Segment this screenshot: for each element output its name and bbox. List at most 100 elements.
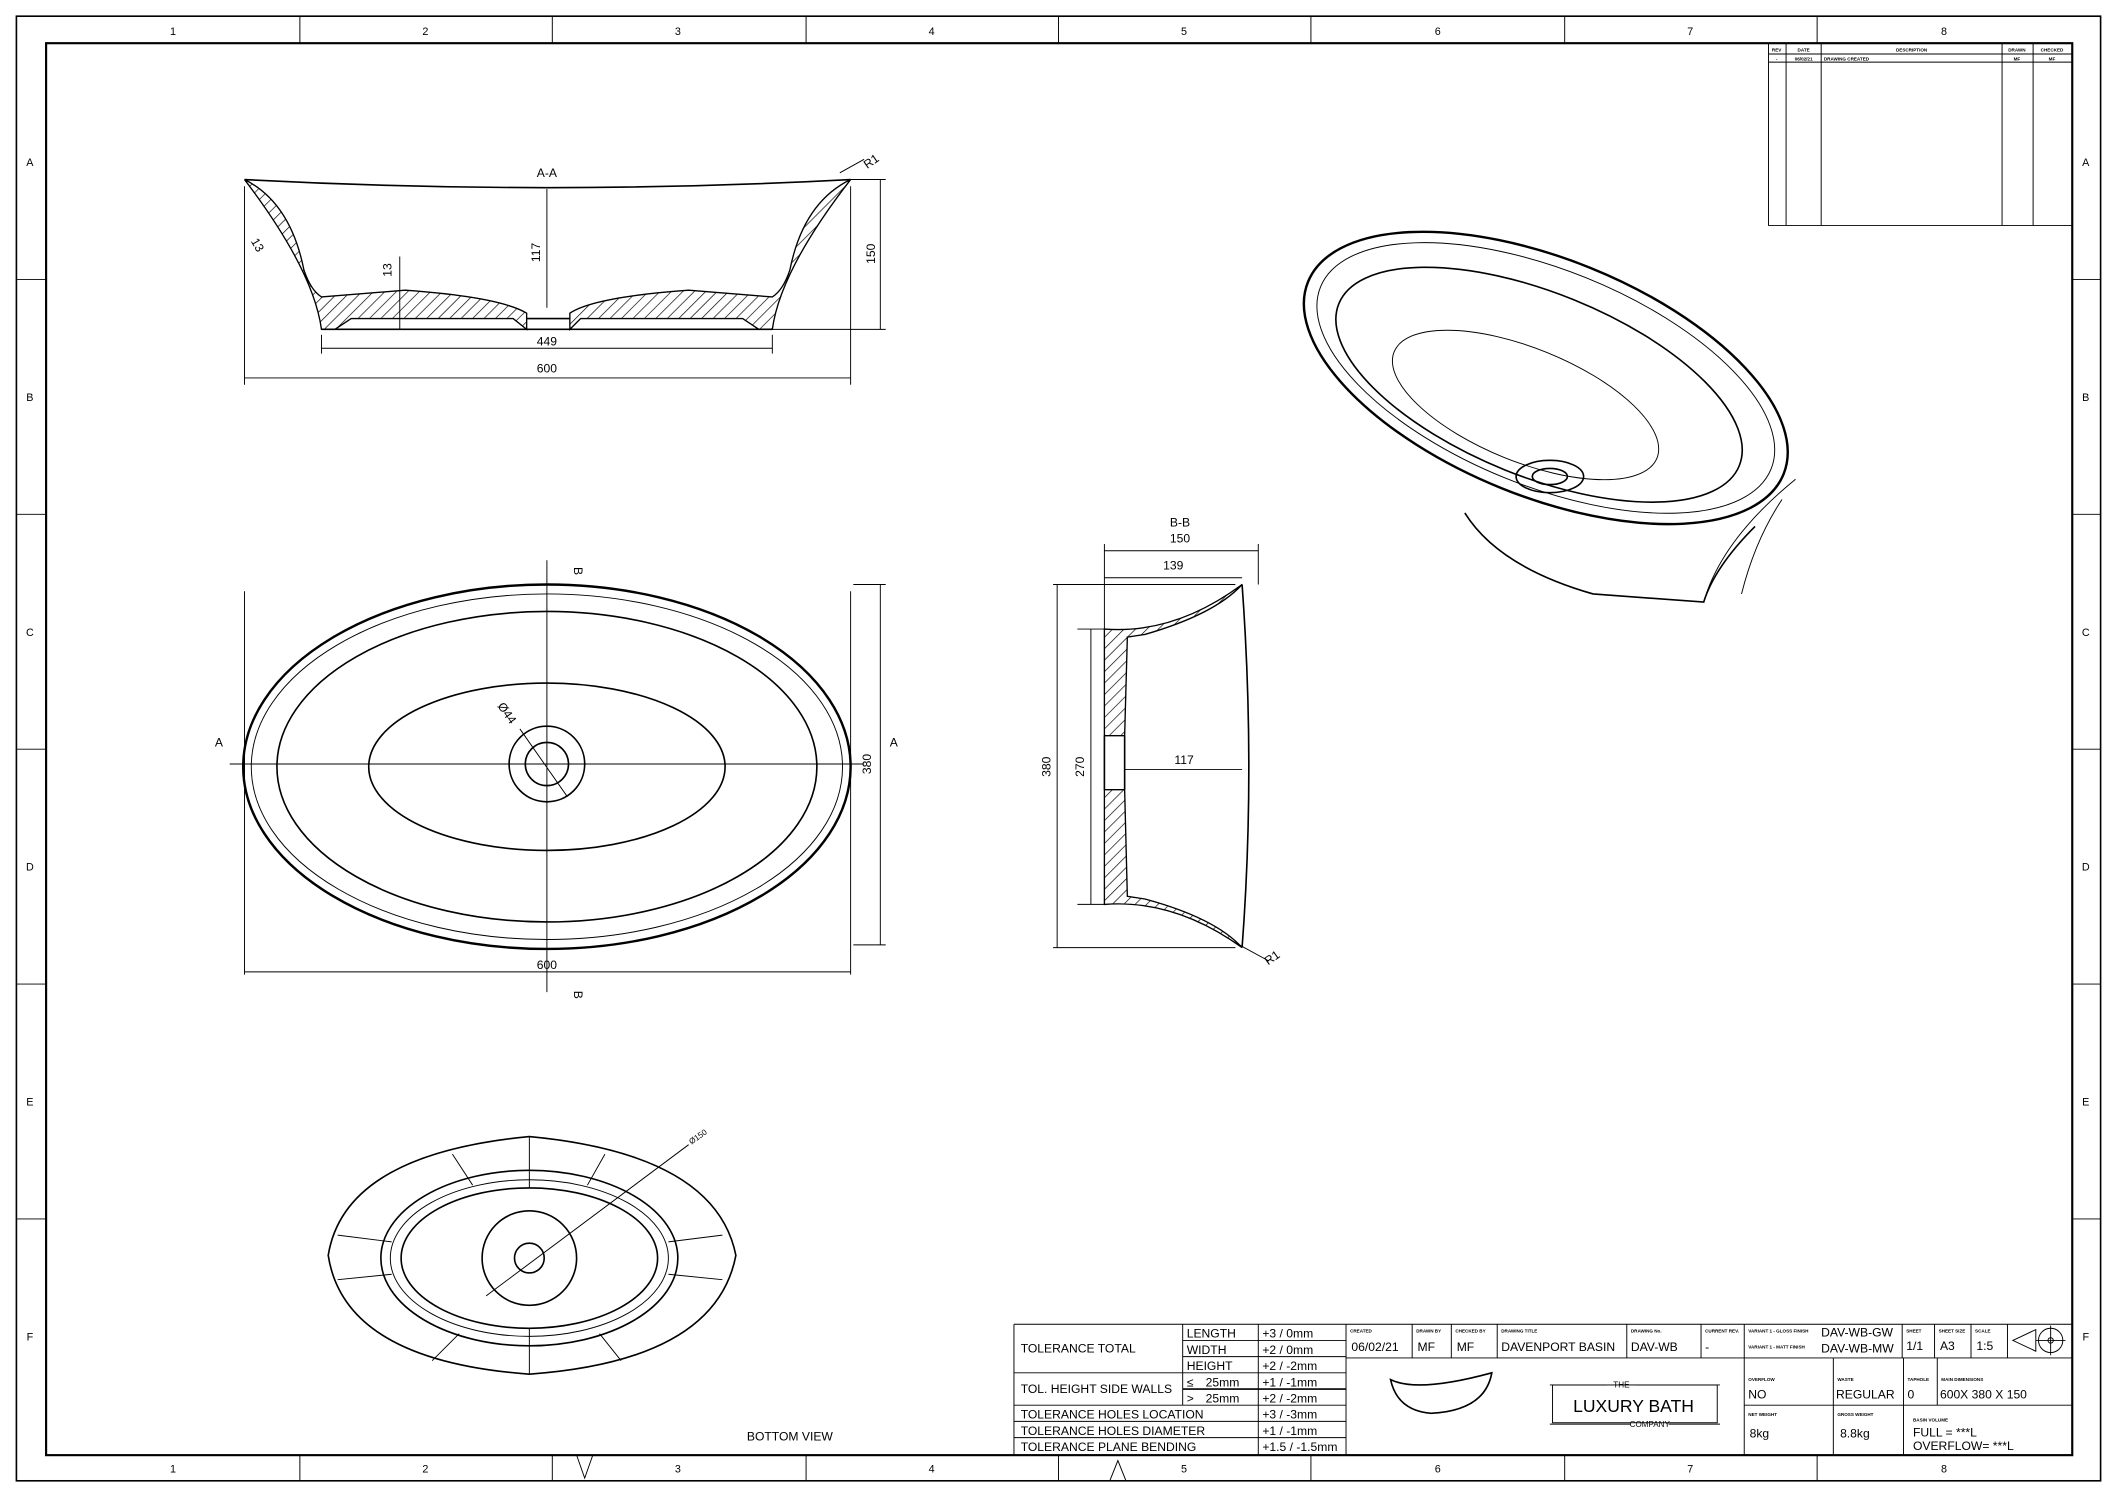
grid-col-label: 5 [1181,1464,1187,1476]
side-walls-label: TOL. HEIGHT SIDE WALLS [1021,1382,1172,1396]
drawing-no: DAV-WB [1631,1340,1678,1354]
height-label: HEIGHT [1187,1359,1233,1373]
taphole-value: 0 [1908,1387,1915,1401]
section-aa-title: A-A [537,166,558,180]
inner-width-label: 270 [1073,756,1087,776]
height-tolerance: +2 / -2mm [1262,1359,1317,1373]
bottom-diameter-label: Ø150 [687,1127,709,1146]
rev-drawn: MF [2014,57,2021,62]
created-date: 06/02/21 [1351,1340,1398,1354]
grid-col-label: 2 [422,26,428,38]
grid-row-label: C [26,627,34,639]
drawn-by: MF [1418,1340,1436,1354]
inner-width-label: 449 [537,335,557,349]
waste-diameter-label: Ø44 [495,700,520,727]
drawing-title: DAVENPORT BASIN [1501,1340,1615,1354]
grid-row-label: D [26,862,34,874]
plane-bending-label: TOLERANCE PLANE BENDING [1021,1440,1197,1454]
grid-labels: 1 2 3 4 5 6 7 8 1 2 3 4 5 6 7 8 A B C D … [26,26,2090,1476]
logo-name: LUXURY BATH [1573,1396,1694,1416]
gt-symbol: > [1187,1392,1194,1406]
drawn-header: DRAWN [2008,47,2025,52]
sheet-size-value: A3 [1940,1339,1955,1353]
bottom-view-label: BOTTOM VIEW [747,1429,834,1443]
grid-row-label: A [2082,157,2090,169]
main-dimensions-label: MAIN DIMENSIONS [1941,1377,1983,1382]
grid-col-label: 1 [170,1464,176,1476]
scale-label: SCALE [1975,1328,1991,1333]
length-label: LENGTH [1187,1327,1236,1341]
grid-row-label: B [2082,392,2089,404]
isometric-view [1302,230,1796,603]
gross-weight-value: 8.8kg [1840,1427,1870,1441]
bowl-depth-label: 117 [1174,753,1194,767]
tolerance-table: TOLERANCE TOTAL LENGTH +3 / 0mm WIDTH +2… [1013,1323,1347,1456]
date-header: DATE [1798,47,1810,52]
variant-matt: DAV-WB-MW [1821,1342,1894,1356]
grid-col-label: 4 [929,1464,935,1476]
grid-row-label: D [2082,862,2090,874]
created-label: CREATED [1350,1328,1372,1333]
grid-row-label: E [2082,1097,2089,1109]
wall-threshold: 25mm [1206,1375,1240,1389]
inner-depth-label: 139 [1163,559,1183,573]
holes-diameter-label: TOLERANCE HOLES DIAMETER [1021,1424,1206,1438]
gross-weight-label: GROSS WEIGHT [1837,1412,1873,1417]
rev-value: - [1776,57,1778,62]
depth-label: 117 [529,243,543,263]
checked-by: MF [1457,1340,1475,1354]
sheet-label: SHEET [1906,1328,1921,1333]
checked-header: CHECKED [2041,47,2064,52]
overall-depth-label: 150 [1170,532,1190,546]
basin-thumbnail [1389,1371,1493,1415]
scale-value: 1:5 [1976,1339,1993,1353]
width-dim-label: 380 [860,754,874,774]
grid-col-label: 5 [1181,26,1187,38]
bottom-view: Ø150 BOTTOM VIEW [327,1127,834,1443]
grid-row-label: F [2082,1331,2089,1343]
grid-col-label: 3 [675,26,681,38]
width-tolerance: +2 / 0mm [1262,1343,1313,1357]
drawn-by-label: DRAWN BY [1416,1328,1441,1333]
section-bb-view: B-B 150 139 380 270 117 R1 [1039,515,1282,968]
grid-row-label: C [2082,627,2090,639]
grid-col-label: 7 [1687,1464,1693,1476]
width-label: WIDTH [1187,1343,1227,1357]
rev-date: 06/02/21 [1795,57,1813,62]
grid-col-label: 3 [675,1464,681,1476]
rev-header: REV [1772,47,1782,52]
grid-row-label: E [26,1097,33,1109]
net-weight-label: NET WEIGHT [1748,1412,1777,1417]
wall-threshold: 25mm [1206,1392,1240,1406]
wall-thickness-label: 13 [248,236,267,255]
wall-tolerance: +1 / -1mm [1262,1375,1317,1389]
section-a-marker: A [890,735,899,749]
le-symbol: ≤ [1187,1375,1194,1389]
grid-col-label: 6 [1435,1464,1441,1476]
waste-value: REGULAR [1836,1387,1895,1401]
grid-col-label: 6 [1435,26,1441,38]
plane-bending-tolerance: +1.5 / -1.5mm [1262,1440,1337,1454]
overflow-value: NO [1748,1387,1766,1401]
checked-by-label: CHECKED BY [1455,1328,1485,1333]
section-b-marker: B [571,567,585,575]
holes-location-tolerance: +3 / -3mm [1262,1408,1317,1422]
grid-row-label: B [26,392,33,404]
company-logo: THE LUXURY BATH COMPANY [1549,1381,1720,1429]
holes-location-label: TOLERANCE HOLES LOCATION [1021,1408,1204,1422]
projection-symbol-icon [2011,1325,2066,1356]
width-label: 380 [1039,756,1053,776]
grid-col-label: 4 [929,26,935,38]
logo-the: THE [1613,1381,1630,1390]
title-block: CREATED DRAWN BY CHECKED BY DRAWING TITL… [1346,1323,2073,1456]
revision-table: REV DATE DESCRIPTION DRAWN CHECKED - 06/… [1768,43,2073,226]
drawing-title-label: DRAWING TITLE [1501,1328,1537,1333]
tolerance-total-label: TOLERANCE TOTAL [1021,1342,1136,1356]
volume-full: FULL = ***L [1913,1425,1977,1439]
variant-gloss: DAV-WB-GW [1821,1325,1893,1339]
width-label: 600 [537,362,557,376]
section-aa-view: A-A R1 13 13 117 150 449 600 [243,151,886,385]
grid-dividers [16,16,2101,1481]
rev-description: DRAWING CREATED [1824,57,1870,62]
wall-tolerance: +2 / -2mm [1262,1392,1317,1406]
